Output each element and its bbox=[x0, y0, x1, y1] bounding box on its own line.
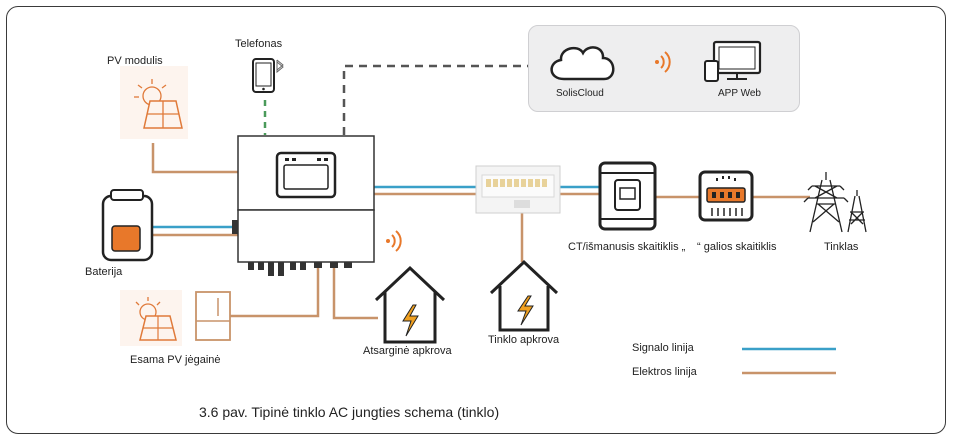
power-meter-label: “ galios skaitiklis bbox=[697, 241, 777, 253]
figure-caption: 3.6 pav. Tipinė tinklo AC jungties schem… bbox=[199, 404, 500, 420]
pv-power-line bbox=[151, 143, 238, 174]
backup-load-line bbox=[332, 268, 378, 320]
wifi-icon bbox=[386, 230, 402, 252]
grid-label: Tinklas bbox=[824, 241, 859, 253]
soliscloud-label: SolisCloud bbox=[556, 88, 604, 99]
backup-load-house-icon bbox=[374, 265, 446, 344]
smart-meter-icon bbox=[598, 161, 657, 231]
computer-icon bbox=[704, 40, 762, 82]
grid-load-label: Tinklo apkrova bbox=[488, 334, 560, 346]
diagram-frame bbox=[6, 6, 946, 434]
breaker-box-icon bbox=[475, 165, 561, 214]
ct-meter-label: CT/išmanusis skaitiklis „ bbox=[568, 241, 686, 253]
battery-label: Baterija bbox=[85, 266, 123, 278]
bluetooth-icon bbox=[276, 59, 284, 74]
legend-signal-label: Signalo linija bbox=[632, 342, 694, 354]
grid-load-house-icon bbox=[489, 259, 559, 332]
existing-pv-line bbox=[230, 268, 320, 318]
transmission-tower-icon bbox=[803, 172, 867, 233]
cloud-link bbox=[342, 64, 528, 135]
legend-power-label: Elektros linija bbox=[632, 366, 697, 378]
battery-icon bbox=[101, 189, 154, 262]
existing-pv-label: Esama PV jėgainė bbox=[130, 354, 221, 366]
cloud-icon bbox=[550, 46, 615, 81]
solar-panel-icon bbox=[120, 66, 188, 139]
existing-pv-icon bbox=[120, 290, 182, 346]
smartphone-icon bbox=[252, 58, 275, 93]
backup-load-label: Atsarginė apkrova bbox=[363, 345, 452, 357]
pv-module-label: PV modulis bbox=[107, 55, 163, 67]
inverter-icon bbox=[232, 135, 375, 276]
app-web-label: APP Web bbox=[718, 88, 761, 99]
energy-meter-icon bbox=[698, 170, 754, 222]
phone-label: Telefonas bbox=[235, 38, 283, 50]
pv-inverter-icon bbox=[195, 291, 231, 341]
cloud-wifi-icon bbox=[655, 51, 671, 73]
